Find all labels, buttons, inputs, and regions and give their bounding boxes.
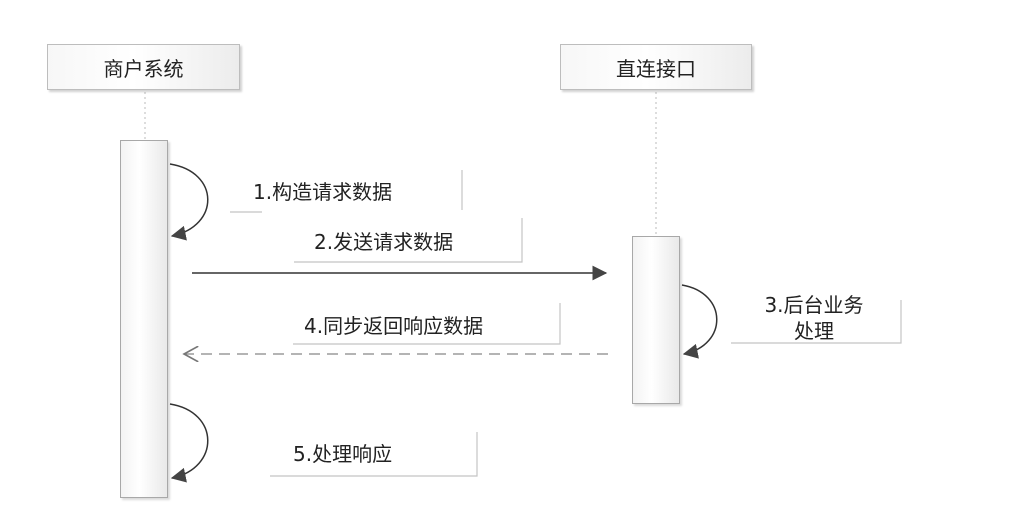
self-call-arrow-3 xyxy=(681,284,718,359)
message-label-step2: 2.发送请求数据 xyxy=(314,230,454,254)
participant-interface-box: 直连接口 xyxy=(560,44,752,90)
message-label-step3-line1: 3.后台业务 xyxy=(764,293,864,317)
activation-merchant xyxy=(120,140,168,498)
participant-interface-label: 直连接口 xyxy=(616,56,696,81)
note-bracket-2 xyxy=(294,218,523,263)
message-label-step3-line2: 处理 xyxy=(794,319,834,343)
message-label-step5: 5.处理响应 xyxy=(293,442,393,466)
participant-merchant-box: 商户系统 xyxy=(47,44,240,90)
note-bracket-4 xyxy=(293,303,561,345)
message-label-step1: 1.构造请求数据 xyxy=(253,180,393,204)
self-call-arrow-1 xyxy=(169,163,209,241)
self-call-arrow-5 xyxy=(169,403,209,483)
note-bracket-3 xyxy=(731,300,902,344)
participant-merchant-label: 商户系统 xyxy=(103,56,184,81)
message-label-step3: 3.后台业务 处理 xyxy=(738,292,890,344)
note-bracket-1 xyxy=(230,170,463,213)
note-bracket-5 xyxy=(270,432,478,477)
activation-interface xyxy=(632,236,680,404)
message-label-step4: 4.同步返回响应数据 xyxy=(304,314,484,338)
